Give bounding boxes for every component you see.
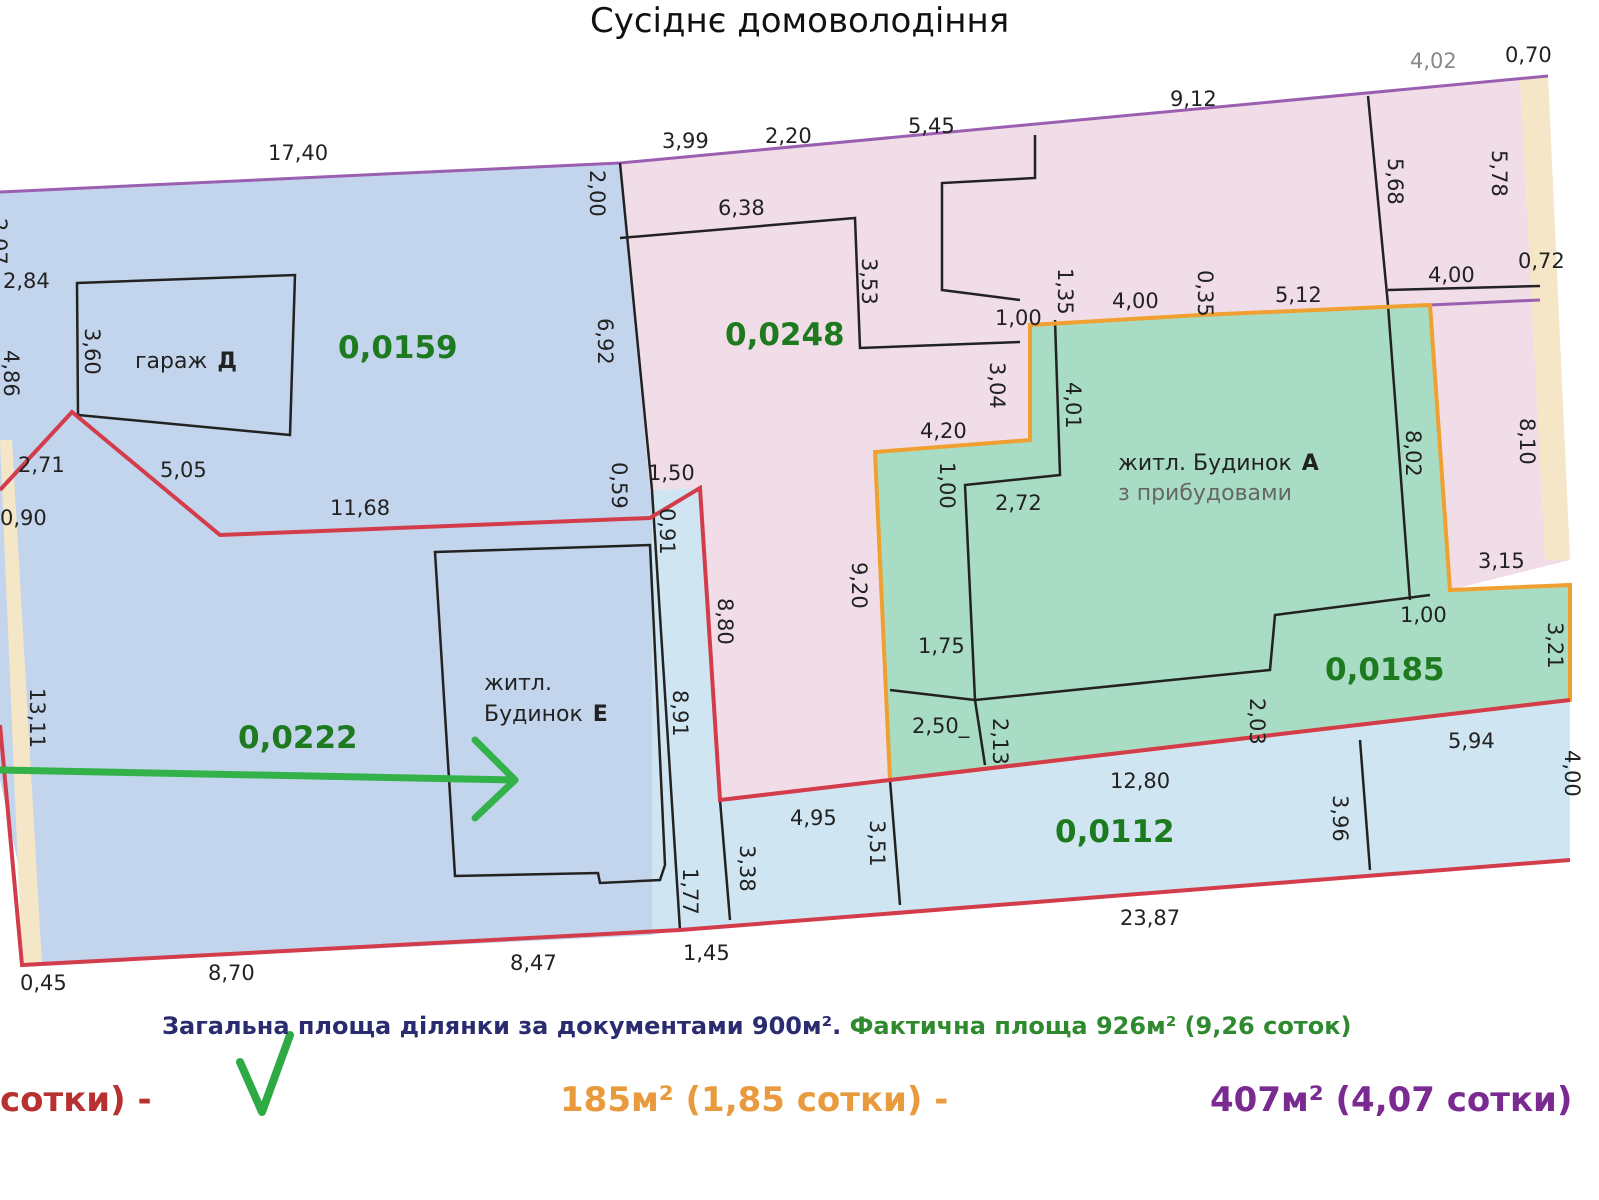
area-label: 0,0222 (238, 720, 358, 756)
dimension-label: 0,72 (1518, 249, 1565, 273)
dimension-label: 3,38 (735, 845, 759, 892)
dimension-label: 2,03 (1245, 698, 1269, 745)
house-e-line2: Будинок Е (484, 702, 608, 727)
dimension-label: 2,71 (18, 453, 65, 477)
dimension-label: 4,86 (0, 350, 23, 397)
dimension-label: 8,91 (668, 690, 692, 737)
dimension-label: 2,84 (3, 269, 50, 293)
dimension-label: 3,96 (1328, 795, 1352, 842)
internal-lines (75, 95, 1541, 931)
dimension-label: 5,68 (1383, 158, 1407, 205)
dimension-label: 4,00 (1112, 289, 1159, 313)
dimension-label: 0,70 (1505, 43, 1552, 67)
dimension-label: 4,02 (1410, 49, 1457, 73)
dimension-label: 9,20 (847, 562, 871, 609)
dimension-label: 0,91 (655, 508, 679, 555)
house-a-label: житл. Будинок А (1118, 451, 1319, 476)
dimension-label: 8,47 (510, 951, 557, 975)
dimension-label: 11,68 (330, 496, 390, 520)
dimension-label: 23,87 (1120, 906, 1180, 930)
beige-strip-west (0, 440, 42, 965)
dimension-label: 1,45 (683, 941, 730, 965)
dimension-label: 3,04 (985, 362, 1009, 409)
actual-area: Фактична площа 926м² (9,26 соток) (841, 1012, 1352, 1040)
house-a-subtitle: з прибудовами (1118, 481, 1292, 506)
orange-boundary (872, 302, 1572, 783)
dimension-label: 4,00 (1560, 750, 1584, 797)
dimension-label: 9,12 (1170, 87, 1217, 111)
checkmark-icon (236, 1031, 294, 1116)
dimension-label: 2,13 (988, 718, 1012, 765)
house-e-line1: житл. (484, 671, 552, 696)
house-e-letter: Е (593, 702, 608, 727)
garage-name: гараж (135, 349, 207, 374)
dimension-label: 5,12 (1275, 283, 1322, 307)
dimension-label: 3,15 (1478, 549, 1525, 573)
total-area-caption: Загальна площа ділянки за документами 90… (162, 1012, 1351, 1040)
dimension-label: 13,11 (25, 688, 49, 748)
zone-blue-west (0, 163, 652, 965)
dimension-label: 3,21 (1543, 622, 1567, 669)
dimension-labels: 17,40 3,99 2,20 5,45 9,12 4,02 0,70 6,38… (0, 43, 1565, 995)
zone-light-blue-passage (652, 488, 1570, 935)
dimension-label: 2,20 (765, 124, 812, 148)
house-a-name: житл. Будинок (1118, 451, 1292, 476)
house-e-name: Будинок (484, 702, 583, 727)
dimension-label: 5,78 (1487, 150, 1511, 197)
dimension-label: 4,20 (920, 419, 967, 443)
beige-strip-east (1520, 76, 1570, 560)
dimension-label: 5,05 (160, 458, 207, 482)
dimension-label: 1,00 (995, 306, 1042, 330)
dimension-label: 4,01 (1061, 382, 1085, 429)
dimension-label: 3,51 (865, 820, 889, 867)
neighbor-estate-title: Сусіднє домоволодіння (590, 1, 1009, 41)
garage-letter: Д (217, 349, 237, 374)
dimension-label: 8,02 (1401, 430, 1425, 477)
house-a-letter: А (1302, 451, 1319, 476)
dimension-label: 3,53 (857, 258, 881, 305)
green-arrow-icon (0, 736, 519, 822)
red-zone-caption: сотки) - (0, 1080, 152, 1120)
dimension-label: 3,99 (662, 129, 709, 153)
garage-label: гараж Д (135, 349, 237, 374)
dimension-label: 4,00 (1428, 263, 1475, 287)
dimension-label: 8,80 (713, 598, 737, 645)
red-boundary (0, 409, 1571, 803)
area-label: 0,0248 (725, 317, 845, 353)
dimension-label: 0,90 (0, 506, 47, 530)
dimension-label: 8,10 (1515, 418, 1539, 465)
dimension-label: 1,75 (918, 634, 965, 658)
dimension-label: 2,72 (995, 491, 1042, 515)
dimension-label: 6,38 (718, 196, 765, 220)
dimension-label: 1,77 (678, 868, 702, 915)
dimension-label: 1,00 (1400, 603, 1447, 627)
dimension-label: 3,60 (80, 328, 104, 375)
dimension-label: 5,45 (908, 114, 955, 138)
dimension-label: 0,45 (20, 971, 67, 995)
dimension-label: 2,50_ (912, 714, 970, 739)
orange-zone-caption: 185м² (1,85 сотки) - (560, 1080, 949, 1120)
area-label: 0,0185 (1325, 652, 1445, 688)
dimension-label: 1,50 (648, 461, 695, 485)
red-boundary-south (0, 724, 1571, 968)
dimension-labels-vertical: 2,00 5,68 5,78 2,07 3,60 3,53 1,35 0,35 … (0, 150, 1584, 915)
dimension-label: 8,70 (208, 961, 255, 985)
area-label: 0,0159 (338, 330, 458, 366)
dimension-label: 6,92 (593, 318, 617, 365)
purple-zone-caption: 407м² (4,07 сотки) (1210, 1080, 1573, 1120)
dimension-label: 4,95 (790, 806, 837, 830)
area-label: 0,0112 (1055, 814, 1175, 850)
dimension-label: 0,35 (1193, 270, 1217, 317)
dimension-label: 1,35 (1053, 268, 1077, 315)
dimension-label: 2,07 (0, 218, 11, 265)
documented-area: Загальна площа ділянки за документами 90… (162, 1012, 842, 1040)
dimension-label: 12,80 (1110, 769, 1170, 793)
dimension-label: 17,40 (268, 141, 328, 165)
dimension-label: 0,59 (607, 462, 631, 509)
dimension-label: 2,00 (585, 170, 609, 217)
dimension-label: 1,00 (935, 462, 959, 509)
dimension-label: 5,94 (1448, 729, 1495, 753)
